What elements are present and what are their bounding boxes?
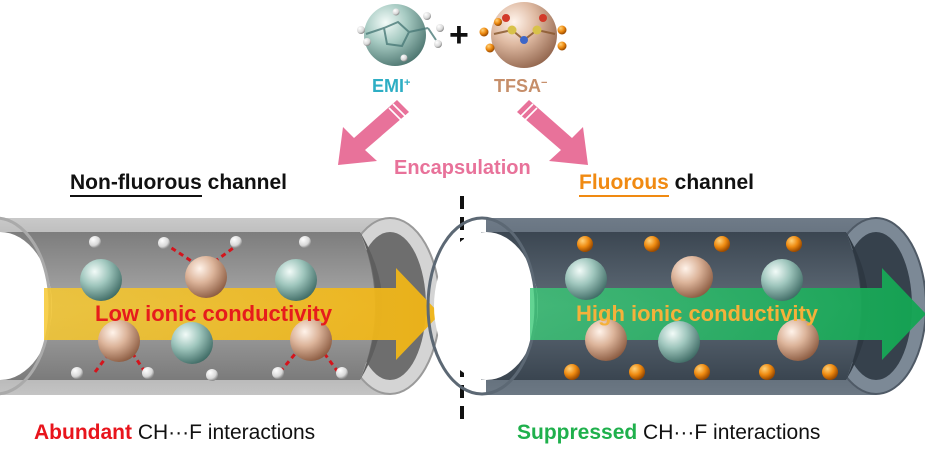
emi-sphere bbox=[761, 259, 803, 301]
emi-sphere bbox=[658, 321, 700, 363]
high-conductivity-arrow bbox=[530, 268, 925, 360]
emi-sphere bbox=[565, 258, 607, 300]
left-title-rest: channel bbox=[201, 171, 288, 194]
tfsa-sphere bbox=[777, 319, 819, 361]
suppressed-word: Suppressed bbox=[517, 421, 638, 444]
encapsulation-label: Encapsulation bbox=[394, 157, 531, 179]
high-conductivity-label: High ionic conductivity bbox=[576, 301, 819, 326]
abundant-word: Abundant bbox=[34, 421, 132, 444]
tfsa-sphere bbox=[671, 256, 713, 298]
arrow-right-stripes bbox=[520, 103, 538, 121]
tfsa-sphere bbox=[585, 319, 627, 361]
emi-sphere bbox=[80, 259, 122, 301]
tfsa-charge: − bbox=[541, 77, 548, 89]
emi-molecule-icon bbox=[357, 4, 444, 66]
emi-charge: + bbox=[404, 77, 411, 89]
right-footer: Suppressed CH···F interactions bbox=[517, 421, 820, 445]
tfsa-label: TFSA− bbox=[494, 76, 547, 97]
non-fluorous-channel-title: Non-fluorous channel bbox=[70, 171, 288, 197]
encapsulation-arrow-left bbox=[338, 100, 409, 165]
non-fluorous-word: Non-fluorous bbox=[70, 171, 202, 197]
fluorous-word: Fluorous bbox=[579, 171, 669, 197]
tfsa-sphere bbox=[98, 320, 140, 362]
ion-spheres-right bbox=[565, 256, 819, 363]
fluorous-channel-title: Fluorous channel bbox=[579, 171, 755, 197]
hydrogen-atoms bbox=[71, 236, 348, 381]
left-footer: Abundant CH···F interactions bbox=[34, 421, 315, 445]
tfsa-sphere bbox=[290, 319, 332, 361]
encapsulation-arrow-right bbox=[517, 100, 588, 165]
left-footer-rest: CH···F interactions bbox=[131, 421, 316, 444]
right-footer-rest: CH···F interactions bbox=[637, 421, 821, 444]
emi-sphere bbox=[171, 322, 213, 364]
ion-spheres-left bbox=[80, 256, 332, 364]
emi-name: EMI bbox=[372, 76, 405, 96]
emi-label: EMI+ bbox=[372, 76, 410, 97]
tfsa-sphere bbox=[185, 256, 227, 298]
right-title-rest: channel bbox=[668, 171, 755, 194]
low-conductivity-label: Low ionic conductivity bbox=[95, 301, 333, 326]
arrow-left-stripes bbox=[388, 103, 406, 121]
low-conductivity-arrow bbox=[44, 268, 440, 360]
emi-sphere bbox=[275, 259, 317, 301]
tfsa-name: TFSA bbox=[494, 76, 541, 96]
fluorine-atoms bbox=[564, 236, 838, 380]
tfsa-molecule-icon bbox=[479, 2, 567, 68]
plus-sign: + bbox=[449, 16, 469, 54]
